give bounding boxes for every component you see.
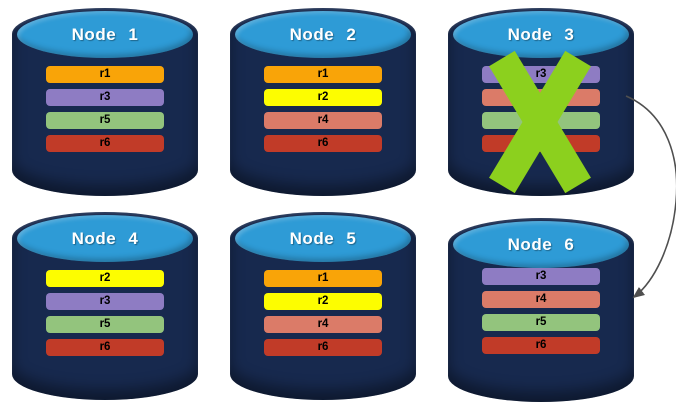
- node-4-title: Node 4: [71, 228, 139, 248]
- replica-bar: r4: [264, 112, 382, 129]
- replica-bar: r4: [264, 316, 382, 333]
- replica-bar: r6: [46, 339, 164, 356]
- replica-bar: r1: [46, 66, 164, 83]
- replica-bar: r1: [264, 66, 382, 83]
- node-6-replicas: r3 r4 r5 r6: [448, 268, 634, 354]
- node-2-replicas: r1 r2 r4 r6: [230, 66, 416, 152]
- replica-bar: r5: [46, 316, 164, 333]
- node-1-title: Node 1: [71, 24, 139, 44]
- replica-bar: r1: [264, 270, 382, 287]
- node-6-title: Node 6: [507, 234, 575, 254]
- node-4-replicas: r2 r3 r5 r6: [12, 270, 198, 356]
- replica-bar: r5: [482, 314, 600, 331]
- replica-bar: r6: [264, 135, 382, 152]
- node-5-title: Node 5: [289, 228, 357, 248]
- node-2-title: Node 2: [289, 24, 357, 44]
- replica-bar: r3: [46, 89, 164, 106]
- node-5-replicas: r1 r2 r4 r6: [230, 270, 416, 356]
- node-1-top-ellipse: Node 1: [17, 11, 193, 58]
- node-2-top-ellipse: Node 2: [235, 11, 411, 58]
- replica-bar: r2: [264, 89, 382, 106]
- node-4-top-ellipse: Node 4: [17, 215, 193, 262]
- node-1-cylinder: Node 1 r1 r3 r5 r6: [12, 8, 198, 196]
- node-3-title: Node 3: [507, 24, 575, 44]
- node-1-replicas: r1 r3 r5 r6: [12, 66, 198, 152]
- node-4-cylinder: Node 4 r2 r3 r5 r6: [12, 212, 198, 400]
- replica-bar: r2: [264, 293, 382, 310]
- replica-bar: r2: [46, 270, 164, 287]
- replica-bar: r6: [264, 339, 382, 356]
- node-2-cylinder: Node 2 r1 r2 r4 r6: [230, 8, 416, 196]
- replica-bar: r6: [46, 135, 164, 152]
- node-6-top-ellipse: Node 6: [453, 221, 629, 268]
- node-5-top-ellipse: Node 5: [235, 215, 411, 262]
- replica-bar: r3: [482, 268, 600, 285]
- replica-bar: r3: [46, 293, 164, 310]
- replica-bar: r4: [482, 291, 600, 308]
- node-6-cylinder: Node 6 r3 r4 r5 r6: [448, 218, 634, 402]
- replica-bar: r5: [46, 112, 164, 129]
- node-3-top-ellipse: Node 3: [453, 11, 629, 58]
- node-grid: Node 1 r1 r3 r5 r6 Node 2 r1 r2 r4 r6: [12, 8, 634, 402]
- replica-bar: r6: [482, 337, 600, 354]
- node-3-cylinder: Node 3 r3 r4 r5 r6: [448, 8, 634, 196]
- node-5-cylinder: Node 5 r1 r2 r4 r6: [230, 212, 416, 400]
- failure-x-icon: [448, 8, 634, 196]
